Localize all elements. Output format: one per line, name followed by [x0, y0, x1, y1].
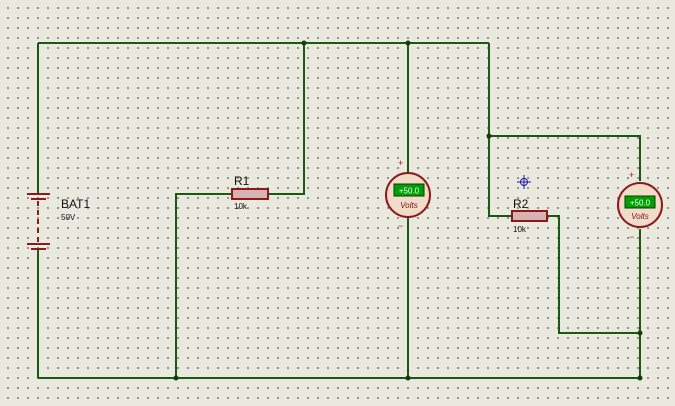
voltmeter-1-display [393, 183, 425, 197]
resistor-r1-body [231, 188, 269, 200]
resistor-r1-name-label: R1 [234, 174, 250, 188]
resistor-r2-value-label: 10k [513, 225, 527, 234]
resistor-r1-value-label: 10k [234, 202, 248, 211]
voltmeter-2[interactable]: +50.0 Volts + − [617, 170, 663, 242]
junction-dot [173, 375, 179, 381]
voltmeter-1-plus: + [398, 158, 403, 168]
wire-r1-left [175, 193, 232, 378]
resistor-r1[interactable]: R1 10k [231, 174, 269, 211]
wire-right-branch [488, 43, 512, 217]
resistor-r2[interactable]: R2 10k [511, 197, 548, 234]
junction-dot [637, 330, 643, 336]
junctions [173, 40, 643, 381]
voltmeter-2-plus: + [629, 170, 634, 180]
voltmeter-1-unit: Volts [400, 201, 418, 210]
crosshair-cursor-icon [517, 175, 531, 189]
junction-dot [637, 375, 643, 381]
wire-r2-right [547, 215, 640, 334]
voltmeter-1-reading: +50.0 [399, 187, 420, 196]
battery-name-label: BAT1 [61, 197, 90, 211]
voltmeter-2-reading: +50.0 [630, 199, 651, 208]
junction-dot [405, 375, 411, 381]
junction-dot [405, 40, 411, 46]
battery-bat1[interactable]: BAT1 50V [27, 193, 90, 250]
junction-dot [301, 40, 307, 46]
junction-dot [486, 133, 492, 139]
battery-value-label: 50V [61, 213, 76, 222]
voltmeter-2-unit: Volts [631, 212, 649, 221]
voltmeter-1-minus: − [398, 221, 403, 231]
wires [37, 42, 641, 379]
resistor-r2-body [511, 210, 548, 222]
wire-vm2-top [489, 135, 641, 181]
voltmeter-2-minus: − [629, 232, 634, 242]
voltmeter-2-display [624, 195, 656, 209]
resistor-r2-name-label: R2 [513, 197, 529, 211]
wire-r1-right [268, 43, 305, 195]
voltmeter-1[interactable]: +50.0 Volts + − [385, 158, 431, 231]
